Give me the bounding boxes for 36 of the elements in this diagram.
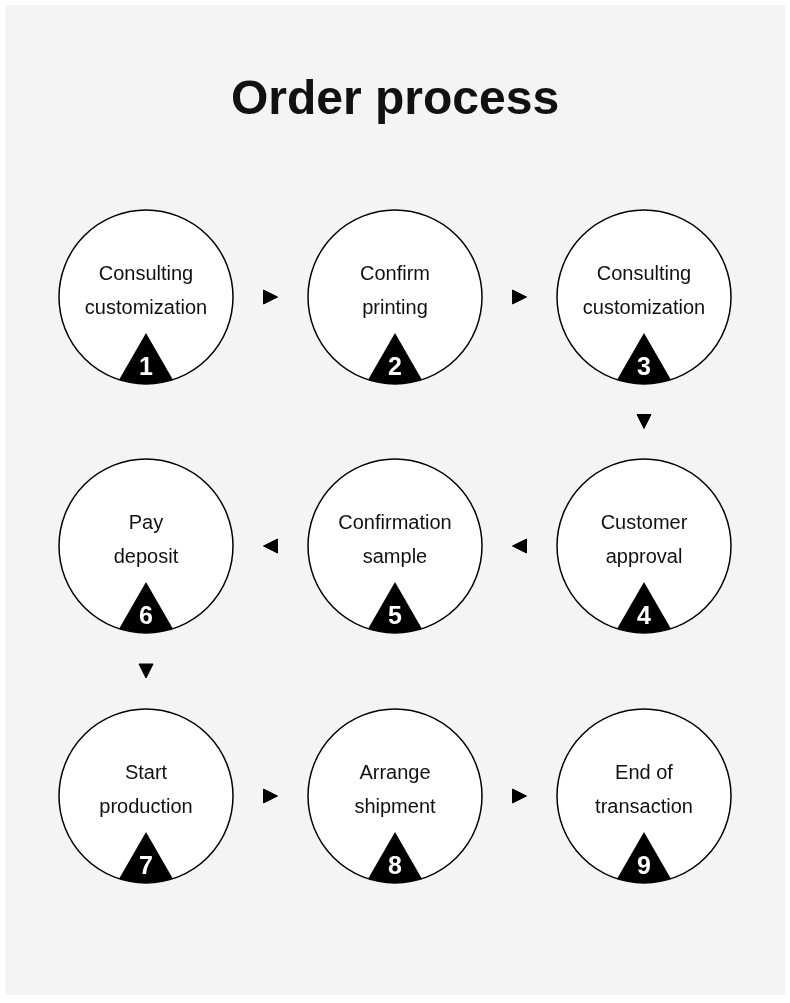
step-number: 2 — [387, 351, 403, 381]
step-label: Consulting customization — [581, 261, 707, 320]
step-number: 7 — [138, 850, 154, 880]
arrow — [512, 788, 527, 804]
step-number: 6 — [138, 600, 154, 630]
step-label: End of transaction — [594, 760, 694, 819]
arrow — [512, 289, 527, 305]
step-circle — [58, 708, 234, 884]
step-number: 9 — [636, 850, 652, 880]
step-number: 4 — [636, 600, 652, 630]
step-circle — [556, 458, 732, 634]
step-label: Pay deposit — [112, 510, 180, 569]
step-label: Confirm printing — [359, 261, 431, 320]
arrow — [138, 663, 154, 679]
step-label: Confirmation sample — [337, 510, 453, 569]
step-circle — [307, 458, 483, 634]
step-circle — [58, 458, 234, 634]
step-label: Start production — [98, 760, 194, 819]
arrow — [636, 414, 652, 429]
step-number: 3 — [636, 351, 652, 381]
step-circle — [307, 209, 483, 385]
step-circle — [556, 209, 732, 385]
step-number: 8 — [387, 850, 403, 880]
step-label: Arrange shipment — [353, 760, 437, 819]
step-number: 5 — [387, 600, 403, 630]
step-number: 1 — [138, 351, 154, 381]
step-circle — [307, 708, 483, 884]
arrow — [263, 538, 278, 554]
step-circle — [58, 209, 234, 385]
step-label: Consulting customization — [83, 261, 209, 320]
arrow — [263, 788, 278, 804]
title: Order process — [229, 70, 561, 126]
step-label: Customer approval — [599, 510, 689, 569]
step-circle — [556, 708, 732, 884]
arrow — [512, 538, 527, 554]
arrow — [263, 289, 278, 305]
